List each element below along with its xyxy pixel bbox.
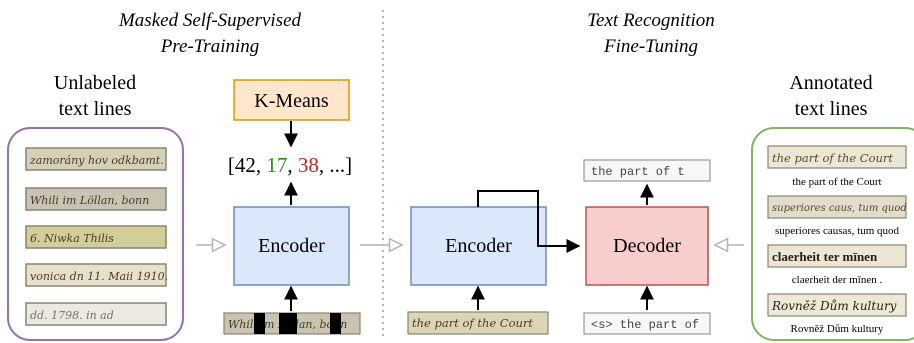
unlabeled-line-2: Whili im Löllan, bonn: [25, 187, 167, 211]
svg-text:Rovněž Dům kultury: Rovněž Dům kultury: [771, 298, 897, 313]
svg-text:superiores causas, tum quod: superiores causas, tum quod: [775, 225, 900, 237]
svg-text:the part of the Court: the part of the Court: [412, 316, 533, 330]
annotated-sample-1: the part of the Court the part of the Co…: [767, 145, 907, 188]
kmeans-label: K-Means: [254, 90, 329, 112]
svg-text:Whili im Löllan, bonn: Whili im Löllan, bonn: [30, 194, 149, 207]
svg-text:<s> the part of: <s> the part of: [591, 318, 699, 332]
decoder: [585, 206, 709, 286]
mask-token-3: [330, 313, 341, 334]
svg-text:Rovněž Dům kultury: Rovněž Dům kultury: [791, 323, 884, 335]
unlabeled-line-4: vonica dn 11. Maii 1910.: [25, 263, 168, 287]
cluster-id-17: 17: [266, 153, 287, 177]
svg-text:the part of the Court: the part of the Court: [792, 176, 881, 188]
decoder-output-box: the part of t: [583, 159, 711, 182]
svg-text:6. Niwka Thilis: 6. Niwka Thilis: [30, 232, 114, 245]
annotated-sample-2: superiores caus, tum quod superiores cau…: [767, 195, 907, 237]
annotated-label-line2: text lines: [795, 98, 868, 120]
mask-token-2: [279, 313, 297, 334]
unlabeled-label-line1: Unlabeled: [54, 72, 136, 94]
cluster-ids: [42, 17, 38, ...]: [228, 153, 352, 177]
annotated-sample-3: claerheit ter mīnen claerheit der mīnen …: [767, 244, 907, 286]
unlabeled-label-line2: text lines: [59, 98, 132, 120]
finetuning-encoder-label: Encoder: [445, 235, 512, 257]
encoder-input-line: the part of the Court: [407, 311, 549, 335]
svg-text:vonica dn 11. Maii 1910.: vonica dn 11. Maii 1910.: [30, 270, 168, 283]
mask-token-1: [254, 313, 265, 334]
annotated-label-line1: Annotated: [789, 72, 872, 94]
svg-text:dd. 1798. in ad: dd. 1798. in ad: [30, 309, 114, 322]
decoder-label: Decoder: [613, 235, 681, 257]
svg-text:superiores caus, tum quod: superiores caus, tum quod: [772, 203, 907, 214]
kmeans-box: [233, 79, 350, 121]
finetuning-title-line2: Fine-Tuning: [603, 36, 698, 57]
finetuning-encoder: [410, 206, 547, 286]
svg-text:zamorány hov odkbamt.: zamorány hov odkbamt.: [29, 154, 164, 167]
unlabeled-line-3: 6. Niwka Thilis: [25, 225, 167, 249]
unlabeled-line-5: dd. 1798. in ad: [25, 302, 167, 326]
svg-text:claerheit ter mīnen: claerheit ter mīnen: [772, 249, 878, 264]
svg-text:the part of the Court: the part of the Court: [772, 151, 893, 165]
unlabeled-line-1: zamorány hov odkbamt.: [25, 147, 167, 171]
pretraining-encoder: [233, 206, 350, 286]
pretraining-encoder-label: Encoder: [258, 235, 325, 257]
arrow-encoder-to-decoder: [477, 190, 581, 253]
annotated-sample-4: Rovněž Dům kultury Rovněž Dům kultury: [767, 293, 907, 335]
pretraining-title-line1: Masked Self-Supervised: [118, 10, 302, 31]
svg-text:claerheit der mīnen .: claerheit der mīnen .: [792, 274, 883, 286]
decoder-input-box: <s> the part of: [583, 312, 711, 335]
annotated-container: [751, 127, 914, 341]
masked-input-line: Whili im Löllan, bonn: [223, 312, 361, 335]
finetuning-title-line1: Text Recognition: [587, 10, 715, 31]
cluster-id-38: 38: [298, 153, 319, 177]
pretraining-title-line2: Pre-Training: [160, 36, 260, 57]
svg-text:the part of t: the part of t: [591, 165, 685, 179]
